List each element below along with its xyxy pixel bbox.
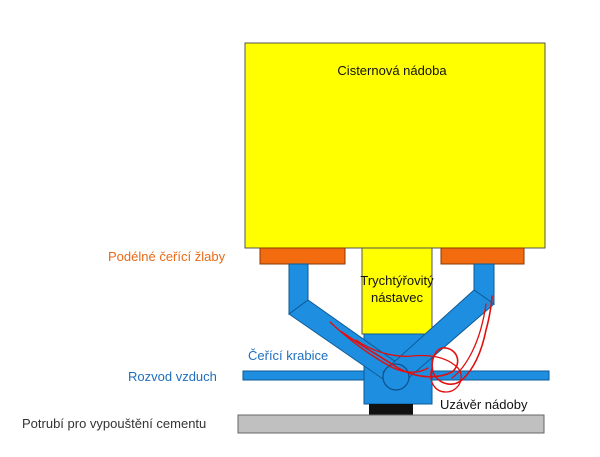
red-annotation-loop — [355, 339, 462, 393]
discharge-pipe — [237, 414, 545, 434]
troughs-label: Podélné čeřící žlaby — [108, 249, 226, 264]
funnel-label-line1: Trychtýřovitý — [360, 273, 434, 288]
red-annotation-inner — [329, 321, 429, 373]
trough-right — [440, 247, 525, 265]
funnel-label-line2: nástavec — [371, 290, 424, 305]
tank-body — [244, 42, 546, 249]
air-distribution-label: Rozvod vzduch — [128, 369, 217, 384]
red-annotation-right — [451, 303, 487, 379]
funnel-extension — [361, 247, 433, 335]
aeration-box-label: Čeřící krabice — [248, 348, 328, 363]
trough-left — [259, 247, 346, 265]
discharge-pipe-label: Potrubí pro vypouštění cementu — [22, 416, 206, 431]
closure-valve — [369, 404, 413, 415]
closure-label: Uzávěr nádoby — [440, 397, 528, 412]
aeration-box-junction — [382, 363, 410, 391]
tank-label: Cisternová nádoba — [337, 63, 447, 78]
red-annotation-outer — [341, 295, 493, 385]
